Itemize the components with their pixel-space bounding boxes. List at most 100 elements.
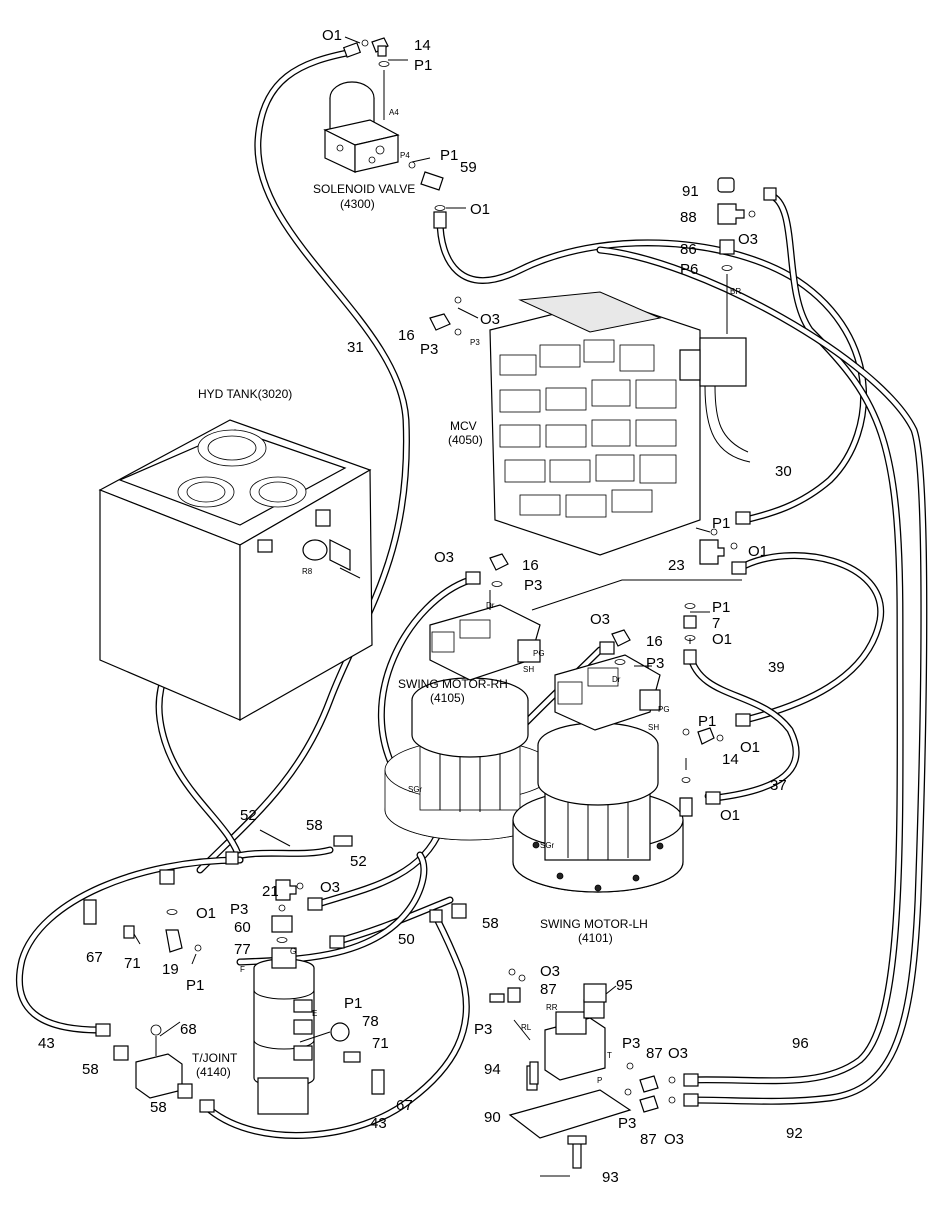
t-joint	[253, 947, 350, 1115]
part-p1-sol: P1	[440, 147, 458, 164]
port-r8: R8	[302, 567, 313, 576]
hyd-tank-label: HYD TANK(3020)	[198, 387, 292, 401]
port-t: T	[607, 1051, 612, 1060]
swing-motor-rh-number: (4105)	[430, 691, 465, 705]
part-o1-14: O1	[740, 739, 760, 756]
part-78: 78	[362, 1013, 379, 1030]
swing-motor-rh	[384, 604, 556, 841]
part-p3-r: P3	[622, 1035, 640, 1052]
part-o3-88: O3	[738, 231, 758, 248]
part-p1-top: P1	[414, 57, 432, 74]
part-86: 86	[680, 241, 697, 258]
part-50: 50	[398, 931, 415, 948]
part-68: 68	[180, 1021, 197, 1038]
port-sh-lh: SH	[648, 723, 659, 732]
hyd-tank	[98, 419, 373, 722]
leader-lines	[133, 36, 742, 1177]
part-o3-21: O3	[320, 879, 340, 896]
part-p1-23: P1	[712, 515, 730, 532]
part-p3-rh: P3	[524, 577, 542, 594]
swing-motor-lh-label: SWING MOTOR-LH	[540, 917, 648, 931]
part-58d: 58	[150, 1099, 167, 1116]
part-87a: 87	[540, 981, 557, 998]
part-71a: 71	[124, 955, 141, 972]
part-95: 95	[616, 977, 633, 994]
port-a4: A4	[389, 108, 399, 117]
part-96: 96	[792, 1035, 809, 1052]
port-p: P	[597, 1076, 602, 1085]
solenoid-valve	[323, 81, 400, 173]
port-sgr-rh: SGr	[408, 785, 423, 794]
fittings	[83, 37, 777, 1113]
hose-43a	[15, 856, 244, 1034]
part-59: 59	[460, 159, 477, 176]
part-23: 23	[668, 557, 685, 574]
part-21: 21	[262, 883, 279, 900]
part-43b: 43	[370, 1115, 387, 1132]
part-o3-87: O3	[540, 963, 560, 980]
port-g: G	[290, 947, 296, 956]
hose-lines	[15, 48, 928, 1139]
part-60: 60	[234, 919, 251, 936]
part-o1-23: O1	[748, 543, 768, 560]
part-71b: 71	[372, 1035, 389, 1052]
labels: SOLENOID VALVE (4300) HYD TANK(3020) MCV…	[38, 27, 809, 1186]
part-16-lh: 16	[646, 633, 663, 650]
part-90: 90	[484, 1109, 501, 1126]
tjoint-number: (4140)	[196, 1065, 231, 1079]
part-o3-rh: O3	[434, 549, 454, 566]
part-p3-b: P3	[618, 1115, 636, 1132]
part-o3-mcv: O3	[480, 311, 500, 328]
part-52a: 52	[240, 807, 257, 824]
part-o1-7: O1	[712, 631, 732, 648]
part-o3-87b: O3	[668, 1045, 688, 1062]
part-o3-b: O3	[664, 1131, 684, 1148]
part-52b: 52	[350, 853, 367, 870]
part-p1-14: P1	[698, 713, 716, 730]
part-19: 19	[162, 961, 179, 978]
part-p1-19: P1	[186, 977, 204, 994]
port-pg-rh: PG	[533, 649, 545, 658]
mcv-label: MCV	[450, 419, 477, 433]
part-94: 94	[484, 1061, 501, 1078]
part-92: 92	[786, 1125, 803, 1142]
part-14-lh: 14	[722, 751, 739, 768]
port-e: E	[312, 1009, 317, 1018]
part-67b: 67	[396, 1097, 413, 1114]
part-o1-top: O1	[322, 27, 342, 44]
part-16-rh: 16	[522, 557, 539, 574]
part-88: 88	[680, 209, 697, 226]
port-pg-lh: PG	[658, 705, 670, 714]
part-14-top: 14	[414, 37, 431, 54]
swing-motor-lh-number: (4101)	[578, 931, 613, 945]
part-43a: 43	[38, 1035, 55, 1052]
part-58a: 58	[306, 817, 323, 834]
part-p3-rr: P3	[474, 1021, 492, 1038]
part-87c: 87	[640, 1131, 657, 1148]
port-p4: P4	[400, 151, 410, 160]
part-p6: P6	[680, 261, 698, 278]
part-p1-7: P1	[712, 599, 730, 616]
port-dr-lh: Dr	[612, 675, 621, 684]
part-30: 30	[775, 463, 792, 480]
part-o3-lh: O3	[590, 611, 610, 628]
part-93: 93	[602, 1169, 619, 1186]
part-p3-mcv: P3	[420, 341, 438, 358]
part-77: 77	[234, 941, 251, 958]
part-87b: 87	[646, 1045, 663, 1062]
port-dr-rh: Dr	[486, 601, 495, 610]
part-16-mcv: 16	[398, 327, 415, 344]
tjoint-label: T/JOINT	[192, 1051, 238, 1065]
port-rr: RR	[546, 1003, 558, 1012]
solenoid-valve-number: (4300)	[340, 197, 375, 211]
swing-block	[508, 999, 632, 1169]
part-58b: 58	[482, 915, 499, 932]
mcv-valve	[489, 291, 751, 556]
port-br: BR	[730, 287, 741, 296]
port-rl: RL	[521, 1023, 532, 1032]
port-sgr-lh: SGr	[540, 841, 555, 850]
port-sh-rh: SH	[523, 665, 534, 674]
port-f: F	[240, 965, 245, 974]
part-91: 91	[682, 183, 699, 200]
